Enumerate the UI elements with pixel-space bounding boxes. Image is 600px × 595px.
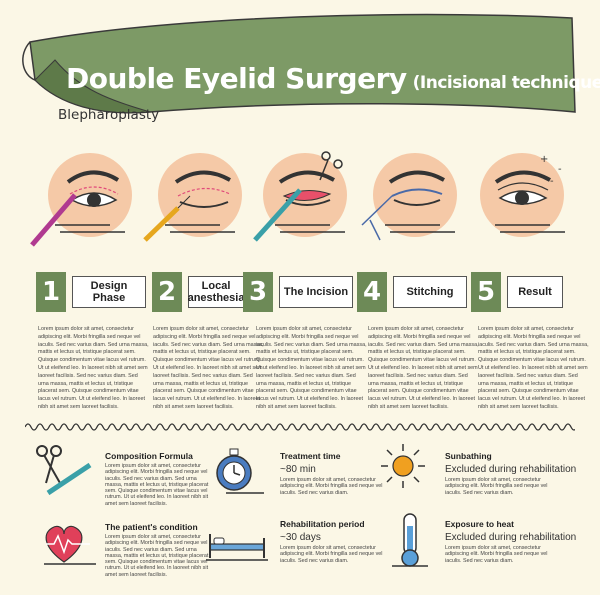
step-number: 1 <box>36 272 66 312</box>
feature-patient-condition: The patient's condition Lorem ipsum dolo… <box>105 522 209 578</box>
title-banner <box>22 13 576 114</box>
wavy-divider <box>25 423 575 431</box>
step-description-3: Lorem ipsum dolor sit amet, consectetur … <box>256 326 367 410</box>
page-subtitle: Blepharoplasty <box>58 107 160 123</box>
step-number: 4 <box>357 272 387 312</box>
eye-syringe-illustration <box>143 153 242 242</box>
step-description-4: Lorem ipsum dolor sit amet, consectetur … <box>368 326 479 410</box>
surgical-tools-icon <box>36 445 92 496</box>
step-description-5: Lorem ipsum dolor sit amet, consectetur … <box>478 326 589 410</box>
step-description-2: Lorem ipsum dolor sit amet, consectetur … <box>153 326 264 410</box>
feature-sunbathing: Sunbathing Excluded during rehabilitatio… <box>445 451 577 496</box>
feature-treatment-time: Treatment time ~80 min Lorem ipsum dolor… <box>280 451 383 496</box>
eye-result-illustration: + - - <box>480 153 565 237</box>
feature-composition: Composition Formula Lorem ipsum dolor si… <box>105 451 209 507</box>
step-label: Result <box>507 276 563 308</box>
svg-text:+: + <box>540 154 548 165</box>
page-title: Double Eyelid Surgery(Incisional techniq… <box>66 62 600 95</box>
eye-scalpel-illustration <box>253 151 347 242</box>
step-description-1: Lorem ipsum dolor sit amet, consectetur … <box>38 326 149 410</box>
step-label: Stitching <box>393 276 467 308</box>
thermometer-icon <box>392 513 428 567</box>
step-number: 3 <box>243 272 273 312</box>
step-label: Design Phase <box>72 276 146 308</box>
stopwatch-icon <box>216 448 264 494</box>
feature-heat-exposure: Exposure to heat Excluded during rehabil… <box>445 519 577 564</box>
sun-icon <box>381 444 425 488</box>
step-number: 5 <box>471 272 501 312</box>
step-number: 2 <box>152 272 182 312</box>
feature-rehabilitation: Rehabilitation period ~30 days Lorem ips… <box>280 519 383 564</box>
svg-text:-: - <box>550 176 554 187</box>
heart-pulse-icon <box>44 525 96 565</box>
eye-suture-illustration <box>361 153 457 241</box>
step-label: The Incision <box>279 276 353 308</box>
eye-marker-illustration <box>30 153 132 247</box>
svg-text:-: - <box>558 164 562 175</box>
step-label: Local anesthesia <box>188 276 244 308</box>
hospital-bed-icon <box>206 534 268 561</box>
